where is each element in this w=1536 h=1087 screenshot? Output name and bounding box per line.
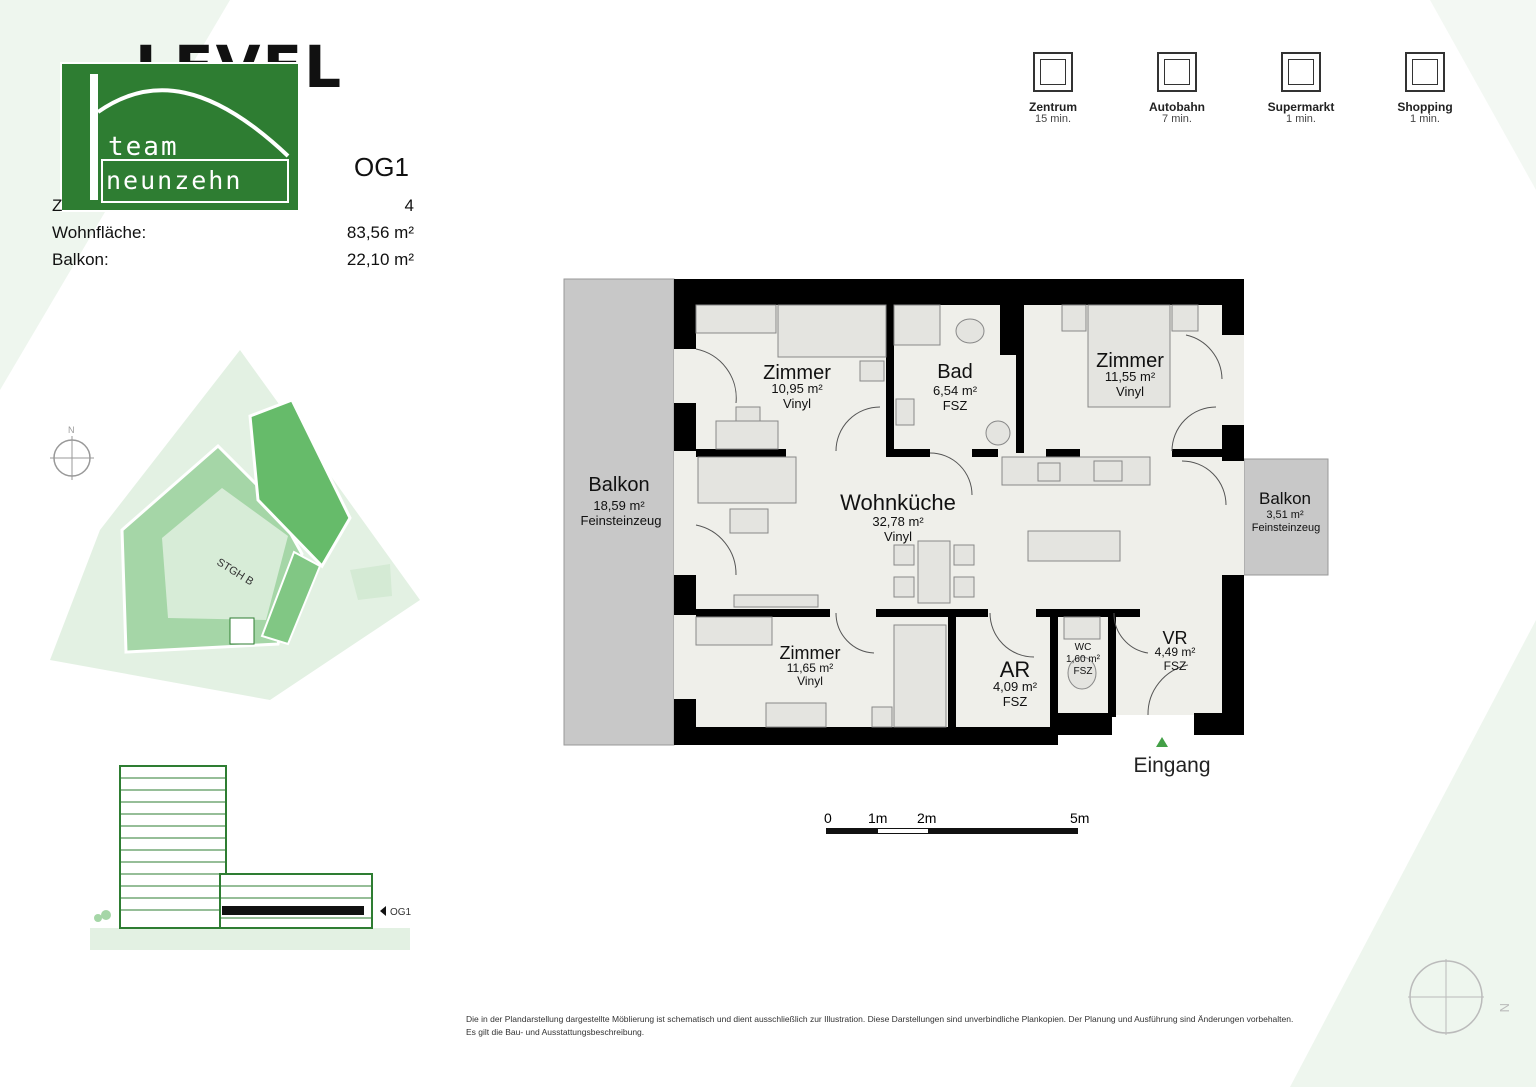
room-area: 10,95 m² bbox=[771, 381, 823, 396]
rooms-value: 4 bbox=[404, 196, 414, 215]
room-area: 6,54 m² bbox=[933, 383, 978, 398]
entrance-arrow-icon bbox=[1156, 737, 1168, 747]
room-name: Bad bbox=[937, 361, 973, 383]
balcony-area-value: 22,10 m² bbox=[346, 250, 414, 269]
scale-label: 5m bbox=[1070, 810, 1089, 826]
floor-plan: Balkon 18,59 m² Feinsteinzeug Zimmer 10,… bbox=[563, 278, 1329, 777]
room-floor: Feinsteinzeug bbox=[1252, 522, 1321, 534]
elevation-floor-label: OG1 bbox=[390, 907, 412, 918]
room-area: 3,51 m² bbox=[1266, 509, 1304, 521]
room-floor: Vinyl bbox=[1116, 384, 1144, 399]
poi-time: 1 min. bbox=[1286, 113, 1316, 125]
room-name: Balkon bbox=[1259, 489, 1311, 508]
site-plan: N STGH B bbox=[50, 350, 420, 700]
room-name: AR bbox=[1000, 657, 1031, 682]
entrance-label: Eingang bbox=[1133, 754, 1210, 777]
room-name: WC bbox=[1075, 642, 1092, 653]
room-floor: FSZ bbox=[943, 398, 968, 413]
poi-shopping: Shopping 1 min. bbox=[1370, 52, 1480, 125]
site-compass-letter: N bbox=[68, 425, 75, 435]
team-neunzehn-logo bbox=[60, 62, 300, 212]
rooms-count-row: Z 4 bbox=[52, 196, 414, 216]
poi-time: 15 min. bbox=[1034, 113, 1072, 125]
floor-level: OG1 bbox=[354, 152, 409, 182]
room-area: 4,09 m² bbox=[993, 679, 1038, 694]
room-area: 11,55 m² bbox=[1105, 369, 1156, 384]
room-area: 32,78 m² bbox=[872, 514, 924, 529]
room-floor: FSZ bbox=[1074, 666, 1093, 677]
scale-label: 2m bbox=[917, 810, 936, 826]
rooms-label: Z bbox=[52, 196, 63, 215]
compass-letter: N bbox=[1497, 1003, 1512, 1012]
scale-label: 0 bbox=[824, 810, 832, 826]
room-floor: FSZ bbox=[1164, 659, 1187, 673]
living-area-label: Wohnfläche: bbox=[52, 223, 147, 242]
room-name: VR bbox=[1162, 628, 1187, 648]
balcony-area-label: Balkon: bbox=[52, 250, 109, 269]
shopping-bag-icon bbox=[1405, 52, 1445, 92]
logo-swoosh bbox=[90, 74, 290, 203]
site-compass-icon: N bbox=[50, 425, 94, 480]
balcony-area-row: Balkon: 22,10 m² bbox=[52, 250, 414, 270]
room-floor: Vinyl bbox=[797, 674, 823, 688]
shopping-cart-icon bbox=[1281, 52, 1321, 92]
room-area: 18,59 m² bbox=[593, 498, 645, 513]
disclaimer-text: Die in der Plandarstellung dargestellte … bbox=[466, 1014, 1294, 1037]
poi-time: 7 min. bbox=[1162, 113, 1192, 125]
tram-icon bbox=[1033, 52, 1073, 92]
room-area: 4,49 m² bbox=[1155, 645, 1196, 659]
building-elevation: OG1 bbox=[90, 765, 412, 950]
poi-name: Shopping bbox=[1397, 100, 1453, 114]
living-area-value: 83,56 m² bbox=[346, 223, 414, 242]
compass-icon: N bbox=[1408, 959, 1512, 1035]
room-name: Zimmer bbox=[763, 362, 831, 384]
room-floor: FSZ bbox=[1003, 694, 1028, 709]
room-floor: Vinyl bbox=[783, 396, 811, 411]
poi-name: Autobahn bbox=[1149, 100, 1205, 114]
poi-time: 1 min. bbox=[1410, 113, 1440, 125]
room-name: Zimmer bbox=[780, 643, 841, 663]
scale-label: 1m bbox=[868, 810, 887, 826]
balcony-west bbox=[563, 278, 675, 746]
highlighted-floor bbox=[222, 906, 364, 915]
logo-text-team: team bbox=[108, 132, 179, 162]
room-name: Zimmer bbox=[1096, 350, 1164, 372]
poi-name: Supermarkt bbox=[1267, 100, 1335, 114]
poi-zentrum: Zentrum 15 min. bbox=[998, 52, 1108, 125]
poi-autobahn: Autobahn 7 min. bbox=[1122, 52, 1232, 125]
living-area-row: Wohnfläche: 83,56 m² bbox=[52, 223, 414, 243]
balcony-east bbox=[1243, 458, 1329, 576]
highway-icon bbox=[1157, 52, 1197, 92]
room-area: 1,60 m² bbox=[1066, 654, 1101, 665]
room-name: Wohnküche bbox=[840, 490, 956, 515]
scale-bar: 0 1m 2m 5m bbox=[824, 810, 1089, 834]
room-floor: Vinyl bbox=[884, 529, 912, 544]
logo-text-neunzehn: neunzehn bbox=[106, 166, 243, 195]
room-area: 11,65 m² bbox=[787, 661, 833, 675]
poi-supermarkt: Supermarkt 1 min. bbox=[1246, 52, 1356, 125]
room-name: Balkon bbox=[588, 474, 649, 496]
poi-name: Zentrum bbox=[1029, 100, 1077, 114]
room-floor: Feinsteinzeug bbox=[581, 513, 662, 528]
